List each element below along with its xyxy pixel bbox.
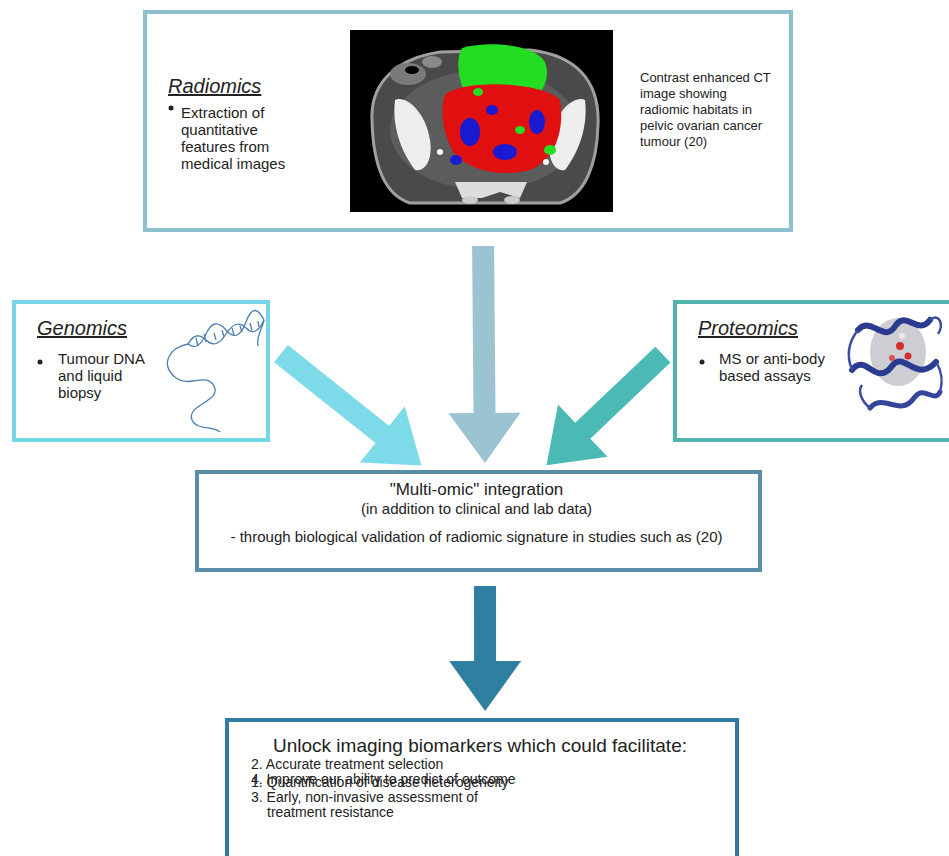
block-arrow [547,347,671,466]
ct-image [350,30,613,212]
protein-atom [896,342,904,350]
ct-bone [394,99,430,170]
ct-bowel [390,63,426,85]
block-arrow [274,345,421,466]
protein-loop [849,330,942,408]
box-subheading: (in addition to clinical and lab data) [199,500,754,518]
protein-ribbon [870,392,940,408]
habitat-blue [493,144,517,160]
protein-atom [889,355,895,361]
outcome-box: Unlock imaging biomarkers which could fa… [225,718,739,856]
habitat-blue [529,110,545,134]
ct-background [350,30,613,212]
section-heading: Radiomics [168,74,328,98]
ct-bone [504,196,520,204]
protein-loop [930,318,941,334]
dna-thread [258,320,264,346]
dna-illustration [167,310,264,432]
box-note: - through biological validation of radio… [199,528,754,546]
dna-rungs [196,321,259,346]
section-heading: Genomics [37,316,167,340]
dna-strand [188,310,264,346]
protein-illustration [849,318,942,408]
bullet-text: MS or anti-body based assays [719,350,835,384]
bullets [38,106,705,365]
list-item: 2. Accurate treatment selection [251,757,581,772]
dna-thread [167,344,220,432]
habitat-blue [460,118,480,146]
ct-vessel [543,159,549,165]
integration-box: "Multi-omic" integration(in addition to … [195,470,762,572]
proteomics-box: Proteomics MS or anti-body based assays [673,300,949,442]
list-item: 3. Early, non-invasive assessment of tre… [251,790,501,820]
box-heading: "Multi-omic" integration [199,480,754,500]
genomics-box: GenomicsTumour DNA and liquid biopsy [12,300,270,442]
habitat-green [544,145,556,155]
radiomics-box: RadiomicsExtraction of quantitative feat… [143,10,793,232]
ct-sacrum [455,182,527,198]
ct-air [405,66,419,74]
bullet-text: Extraction of quantitative features from… [181,104,306,172]
ct-vessel [437,149,443,155]
box-heading: Unlock imaging biomarkers which could fa… [229,734,731,757]
block-arrow [449,246,521,463]
habitat-green [473,88,483,96]
protein-ribbon [852,362,936,374]
bullet-text: Tumour DNA and liquid biopsy [58,350,150,401]
dna-strand [188,320,264,344]
protein-ribbon [858,320,930,332]
image-caption: Contrast enhanced CT image showing radio… [640,70,778,150]
ct-soft-tissue [390,70,580,190]
habitat-blue [486,105,498,115]
habitat-green [515,126,525,134]
habitat-red [442,84,561,173]
bullet [700,360,705,365]
protein-atom [905,353,912,360]
ct-bone [462,196,478,204]
section-heading: Proteomics [698,316,838,340]
protein-atom [899,333,905,339]
list-item: 4. Improve our ability to predict of out… [251,772,581,787]
habitat-blue [450,155,462,165]
ct-bowel [422,56,442,68]
bullet [38,360,43,365]
block-arrow [449,586,521,711]
bullet [169,106,174,111]
